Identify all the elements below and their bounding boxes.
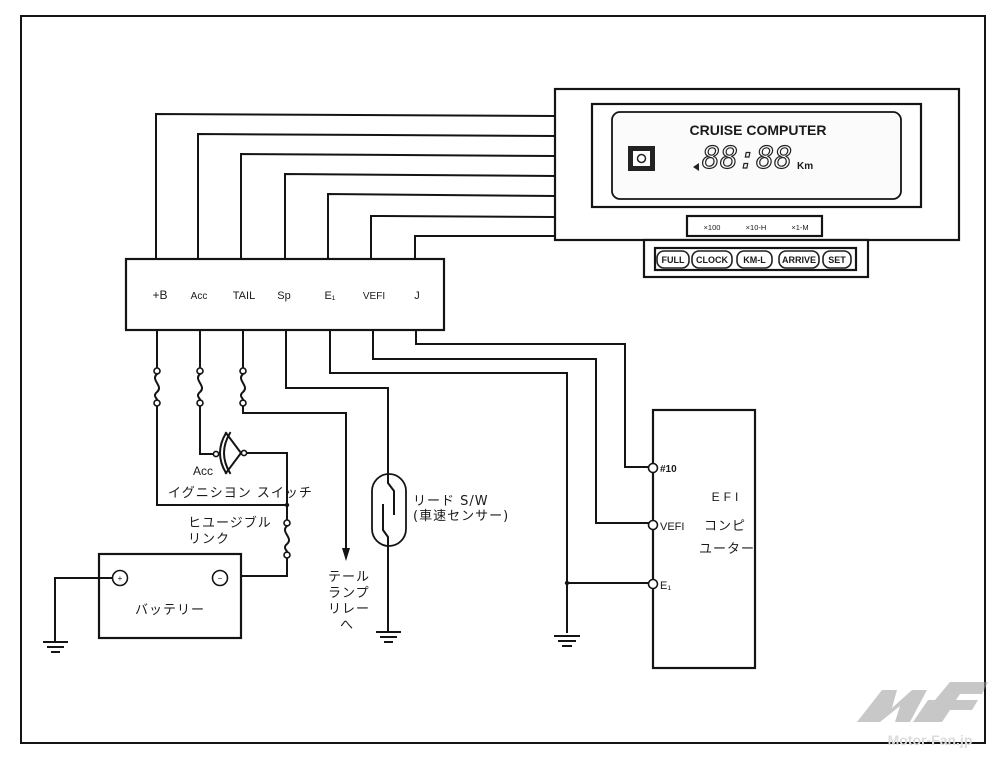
efi-terminal-10	[647, 462, 659, 474]
pin-e1: E₁	[324, 290, 335, 302]
reed-switch-label-1: リード S/W	[413, 494, 489, 509]
full-button[interactable]: FULL	[656, 250, 690, 269]
efi-title-1: EFI	[712, 490, 743, 504]
arrive-button[interactable]: ARRIVE	[778, 250, 820, 269]
multiplier-x100: ×100	[704, 223, 721, 232]
full-button-label: FULL	[662, 255, 685, 265]
efi-pin-e1-label: E₁	[660, 580, 671, 592]
efi-pin-vefi-label: VEFI	[660, 521, 684, 533]
fuse-tail	[239, 367, 247, 407]
lower-harness	[156, 329, 650, 633]
km-l-button-label: KM-L	[743, 255, 766, 265]
tail-relay-label-3: リレー	[328, 602, 370, 617]
battery-label: バッテリー	[135, 603, 205, 618]
ignition-switch-icon	[212, 431, 248, 475]
tail-relay-label-2: ランプ	[328, 586, 370, 601]
ignition-switch-label: イグニシヨン スイッチ	[168, 486, 313, 501]
junction-dot	[284, 502, 290, 508]
clock-button[interactable]: CLOCK	[691, 250, 733, 269]
fuse-acc	[196, 367, 204, 407]
watermark-text: Motor-Fan.jp	[888, 732, 973, 748]
reed-switch-icon	[371, 473, 407, 547]
pin-sp: Sp	[277, 290, 290, 302]
multiplier-panel	[685, 214, 824, 238]
fusible-link-label-2: リンク	[188, 532, 230, 547]
fusible-link-icon	[283, 519, 291, 559]
multiplier-x10h: ×10-H	[746, 223, 767, 232]
fusible-link-label-1: ヒユージブル	[188, 515, 272, 531]
ground-icon	[554, 635, 580, 647]
efi-body	[651, 408, 757, 670]
battery-plus-label: +	[118, 574, 123, 583]
battery: + − バッテリー	[97, 552, 243, 640]
arrive-button-label: ARRIVE	[782, 255, 816, 265]
display-digits: 88:88	[702, 141, 792, 176]
pin-j: J	[414, 290, 420, 302]
pin-tail: TAIL	[233, 290, 255, 302]
tail-relay-label-4: へ	[340, 618, 354, 633]
junction-dot	[564, 580, 570, 586]
indicator-circle-icon	[636, 153, 647, 164]
indicator-square-inner	[633, 151, 650, 166]
cruise-computer-unit: CRUISE COMPUTER 88:88 Km ×100 ×10-H ×1-M…	[553, 87, 961, 279]
battery-body	[97, 552, 243, 640]
pin-vefi: VEFI	[363, 291, 385, 302]
efi-title-3: ユーター	[699, 542, 755, 557]
efi-computer: #10 VEFI E₁ EFI コンピ ユーター	[647, 408, 757, 670]
efi-title-2: コンピ	[704, 519, 746, 534]
battery-minus-terminal	[211, 569, 229, 587]
set-button-label: SET	[828, 255, 846, 265]
reed-switch-label-2: (車速センサー)	[413, 509, 509, 524]
efi-terminal-e1	[647, 578, 659, 590]
pin-acc: Acc	[191, 291, 208, 302]
display-harness	[155, 112, 557, 259]
clock-button-label: CLOCK	[696, 255, 728, 265]
display-unit: Km	[797, 161, 813, 172]
set-button[interactable]: SET	[822, 250, 852, 269]
fuse-plus-b	[153, 367, 161, 407]
display-title: CRUISE COMPUTER	[690, 122, 827, 138]
diagram-frame	[20, 15, 986, 744]
efi-terminal-vefi	[647, 519, 659, 531]
tail-relay-label-1: テール	[328, 570, 370, 585]
ground-icon	[376, 631, 401, 643]
connector-block: +B Acc TAIL Sp E₁ VEFI J	[124, 257, 446, 332]
multiplier-x1m: ×1-M	[791, 223, 808, 232]
lcd-screen	[611, 111, 902, 200]
connector-body	[124, 257, 446, 332]
ignition-acc-label: Acc	[193, 464, 213, 478]
arrow-left-icon	[693, 163, 699, 171]
efi-pin-10-label: #10	[660, 464, 677, 475]
ground-icon	[43, 641, 68, 653]
watermark-logo-icon	[857, 682, 988, 722]
pin-plus-b: +B	[152, 288, 167, 302]
km-l-button[interactable]: KM-L	[736, 250, 773, 269]
arrow-down-icon	[342, 548, 350, 561]
battery-minus-label: −	[218, 574, 223, 583]
